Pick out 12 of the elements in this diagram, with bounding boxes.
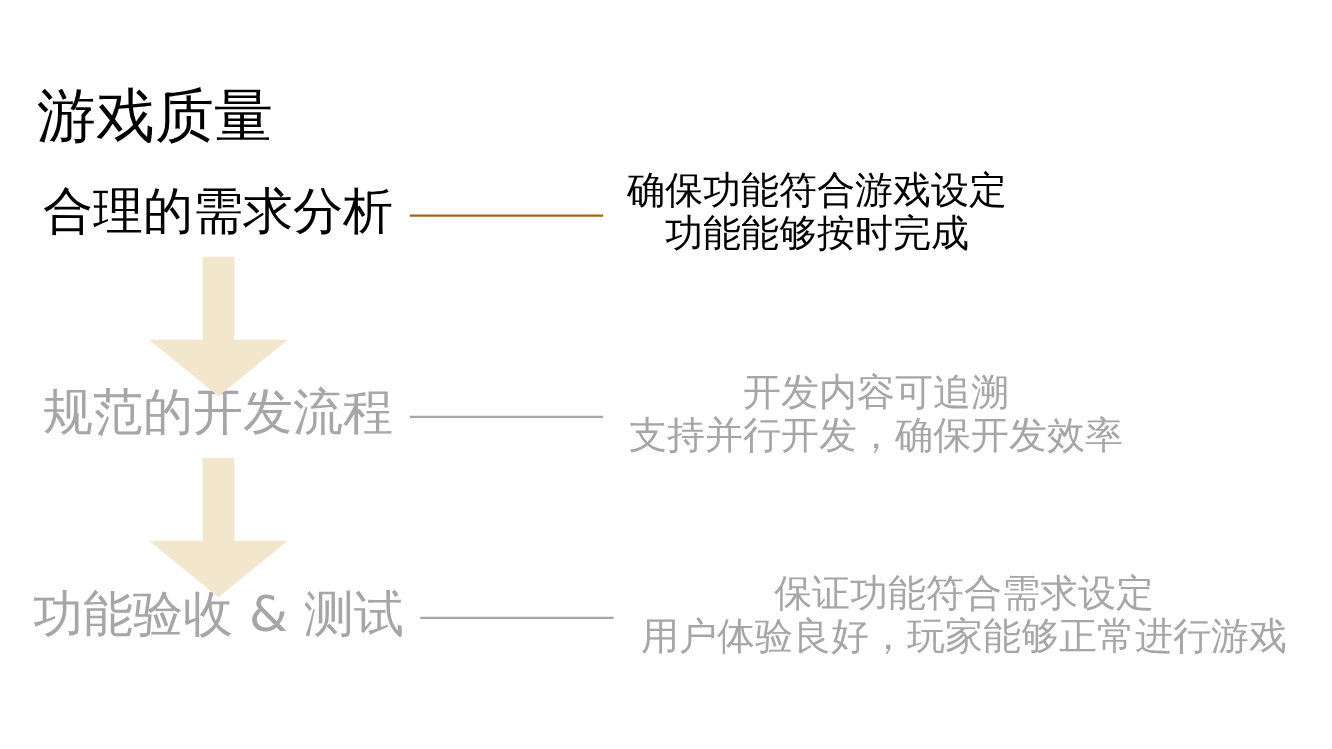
node-text: 合理的需求分析	[43, 181, 394, 240]
node-text: 功能验收 & 测试	[33, 584, 404, 643]
node-text: 开发内容可追溯 支持并行开发，确保开发效率	[629, 368, 1124, 457]
node-text: 规范的开发流程	[43, 382, 394, 441]
node-text: 保证功能符合需求设定 用户体验良好，玩家能够正常进行游戏	[641, 569, 1288, 658]
diagram-title: 游戏质量	[37, 80, 274, 150]
arrow	[149, 256, 288, 396]
connector	[420, 616, 614, 619]
connector	[409, 214, 604, 217]
connector	[409, 415, 603, 418]
node-text: 确保功能符合游戏设定 功能能够按时完成	[627, 166, 1008, 255]
arrow	[149, 457, 288, 597]
